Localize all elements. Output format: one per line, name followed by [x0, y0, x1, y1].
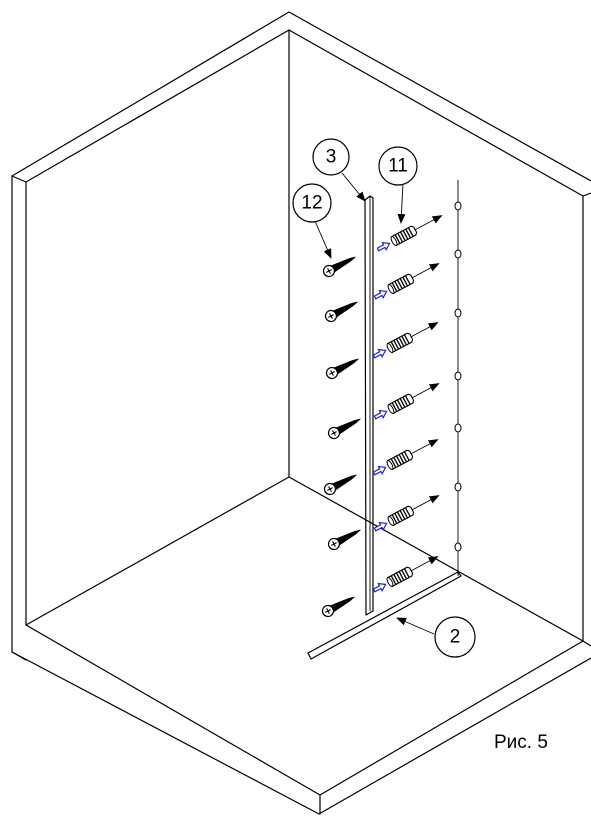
dowel-11 [372, 556, 439, 593]
callout-2-label: 2 [450, 627, 461, 648]
profile-3 [364, 195, 374, 616]
wall-hole [454, 308, 462, 318]
callout-3-label: 3 [326, 147, 337, 168]
callout-11: 11 [378, 146, 418, 186]
callout-12: 12 [292, 183, 332, 223]
callout-12-label: 12 [301, 193, 322, 214]
cabinet-box [11, 11, 591, 815]
insert-arrow-icon [372, 465, 387, 476]
dowel-11 [376, 215, 443, 252]
insert-arrow-icon [373, 409, 388, 420]
wall-hole [454, 201, 462, 211]
figure-caption: Рис. 5 [494, 732, 548, 753]
insert-arrow-icon [372, 582, 387, 593]
dowel-11 [373, 495, 440, 532]
leader-lines [314, 172, 435, 635]
insert-arrow-icon [373, 521, 388, 532]
dowel-11 [373, 383, 440, 420]
dowel-11 [372, 439, 439, 476]
profile-2 [307, 571, 462, 660]
screw-12 [325, 358, 359, 380]
screw-12 [324, 301, 358, 323]
insert-arrow-icon [372, 348, 387, 359]
callout-2: 2 [434, 616, 476, 658]
screw-12 [323, 474, 357, 496]
screw-12 [327, 529, 361, 551]
dowel-group [372, 215, 443, 593]
wall-hole [454, 482, 462, 492]
callout-3: 3 [312, 138, 350, 176]
screw-12 [321, 596, 355, 618]
dowel-11 [372, 322, 439, 359]
dowel-11 [373, 263, 440, 300]
wall-hole-line [454, 180, 462, 576]
screw-group [321, 256, 361, 618]
wall-hole [454, 423, 462, 433]
callout-11-label: 11 [388, 156, 408, 177]
wall-hole [454, 371, 462, 381]
wall-hole [454, 249, 462, 259]
insert-arrow-icon [376, 241, 391, 252]
screw-12 [322, 256, 356, 278]
screw-12 [327, 418, 361, 440]
insert-arrow-icon [373, 289, 388, 300]
wall-hole [454, 542, 462, 552]
